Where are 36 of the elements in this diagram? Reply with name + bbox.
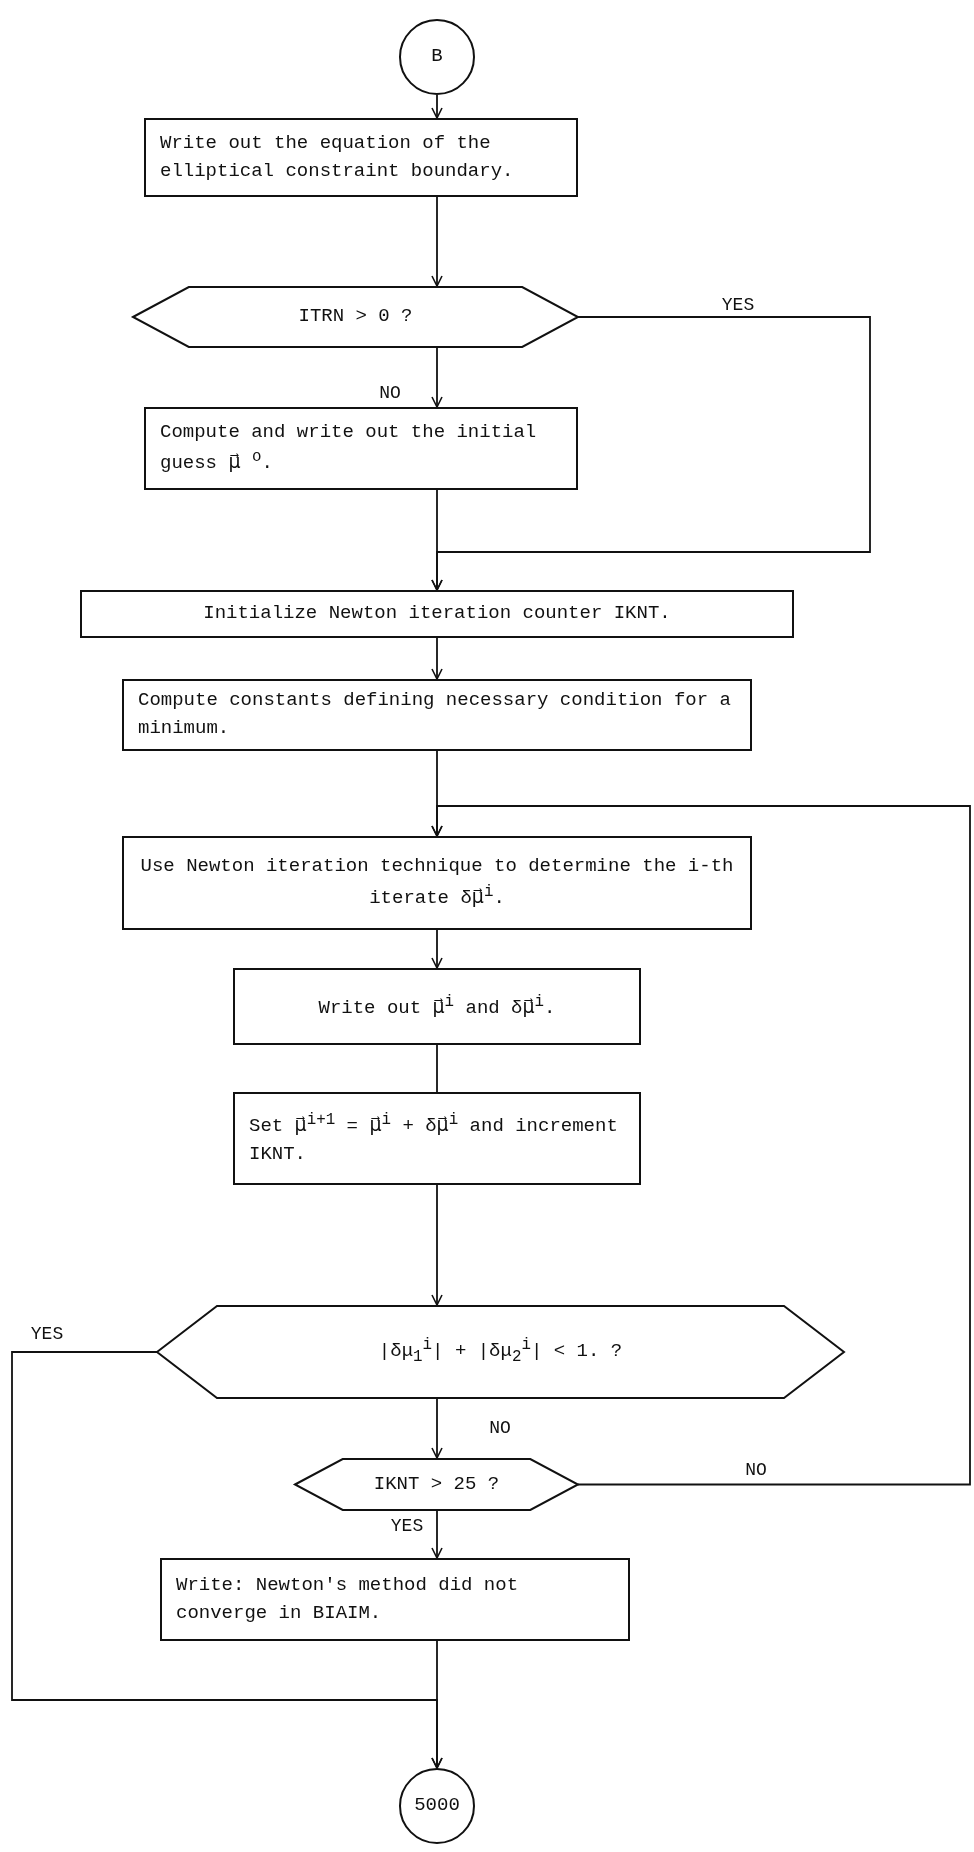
flow-arrow	[431, 637, 443, 680]
step-text: Write out the equation of the elliptical constraint boundary.	[159, 130, 515, 184]
flow-arrow	[431, 929, 443, 969]
process-box	[122, 836, 752, 930]
process-box	[122, 679, 752, 751]
flow-arrow	[431, 1398, 443, 1459]
step-text: Compute constants defining necessary condition for a minimum.	[137, 688, 732, 741]
process-box	[233, 968, 641, 1045]
decision-hexagon	[295, 1458, 578, 1511]
connector-label: 5000	[413, 1793, 461, 1819]
process-box	[160, 1558, 630, 1641]
flow-arrow	[431, 489, 443, 591]
process-box	[144, 407, 578, 490]
decision-text: |δμ$_{1}$$^{i}$| + |δμ$_{2}$$^{i}$| < 1. ?	[377, 1335, 624, 1369]
flow-arrow	[431, 805, 971, 1486]
step-text: Write out μ⃗$^{i}$ and δμ⃗$^{i}$.	[317, 991, 557, 1021]
process-box	[80, 590, 794, 638]
step-text: Compute and write out the initial guess μ⃗ $^{o}$.	[159, 419, 538, 477]
decision-hexagon	[157, 1305, 844, 1399]
decision-text: ITRN > 0 ?	[297, 304, 414, 330]
decision-text: IKNT > 25 ?	[372, 1471, 501, 1497]
decision-hexagon	[133, 286, 578, 348]
flow-arrow	[431, 196, 443, 287]
flow-arrow	[431, 1640, 443, 1769]
step-text: Write: Newton's method did not converge in BIAIM.	[175, 1572, 520, 1626]
flow-arrow	[431, 94, 443, 119]
connector-label: B	[430, 44, 444, 70]
step-text: Initialize Newton iteration counter IKNT.	[202, 601, 672, 627]
connector-line	[436, 1044, 438, 1093]
flow-arrow	[431, 347, 443, 408]
step-text: Set μ⃗$^{i+1}$ = μ⃗$^{i}$ + δμ⃗$^{i}$ and increment IKNT.	[248, 1109, 619, 1167]
flow-arrow	[431, 1184, 443, 1306]
process-box	[144, 118, 578, 197]
process-box	[233, 1092, 641, 1185]
step-text: Use Newton iteration technique to determine the i-th iterate δμ⃗$^{i}$.	[139, 854, 735, 912]
flow-arrow	[431, 1510, 443, 1559]
